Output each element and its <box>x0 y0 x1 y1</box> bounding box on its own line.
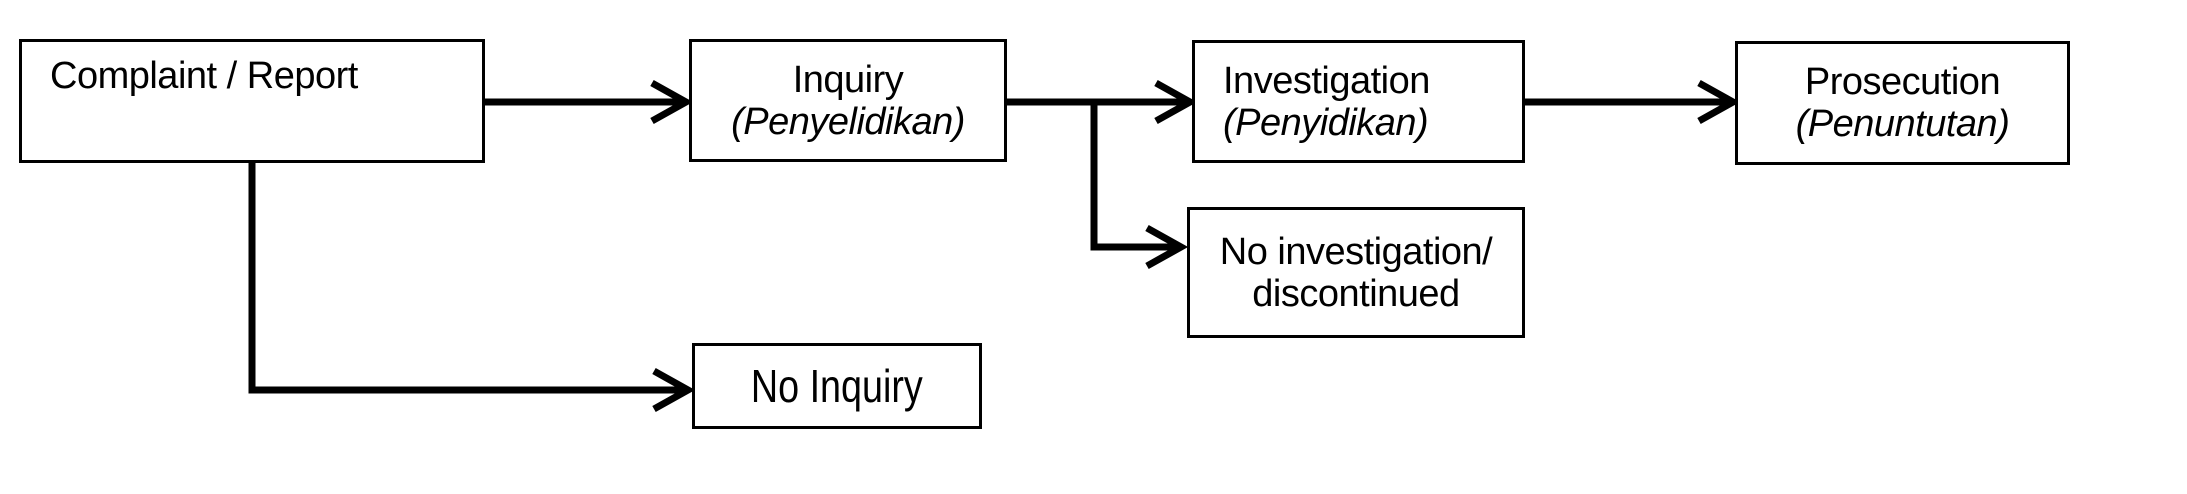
box-inquiry-label: Inquiry <box>792 58 904 101</box>
arrowhead-complaint-to-no-inquiry-icon <box>652 367 696 413</box>
box-no-inquiry-label: No Inquiry <box>751 360 923 412</box>
box-prosecution-sublabel: (Penuntutan) <box>1795 103 2010 145</box>
box-no-inquiry: No Inquiry <box>692 343 982 429</box>
box-inquiry-sublabel: (Penyelidikan) <box>731 100 965 143</box>
box-no-investigation-label-line1: No investigation/ <box>1219 230 1493 273</box>
box-investigation: Investigation (Penyidikan) <box>1192 40 1525 163</box>
box-prosecution: Prosecution (Penuntutan) <box>1735 41 2070 165</box>
arrowhead-investigation-to-prosecution-icon <box>1697 79 1741 125</box>
box-no-investigation-discontinued: No investigation/ discontinued <box>1187 207 1525 338</box>
box-complaint-report-label: Complaint / Report <box>50 55 358 97</box>
box-complaint-report: Complaint / Report <box>19 39 485 163</box>
arrowhead-inquiry-to-investigation-icon <box>1154 79 1198 125</box>
connector-complaint-to-no-inquiry <box>248 163 682 394</box>
arrowhead-inquiry-to-no-investigation-icon <box>1145 224 1189 270</box>
box-investigation-sublabel: (Penyidikan) <box>1223 101 1429 144</box>
box-inquiry: Inquiry (Penyelidikan) <box>689 39 1007 162</box>
box-no-investigation-label-line2: discontinued <box>1252 272 1460 315</box>
arrowhead-complaint-to-inquiry-icon <box>650 79 694 125</box>
connector-inquiry-to-no-investigation <box>1090 102 1176 251</box>
box-prosecution-label: Prosecution <box>1804 61 2001 103</box>
box-investigation-label: Investigation <box>1223 59 1430 102</box>
